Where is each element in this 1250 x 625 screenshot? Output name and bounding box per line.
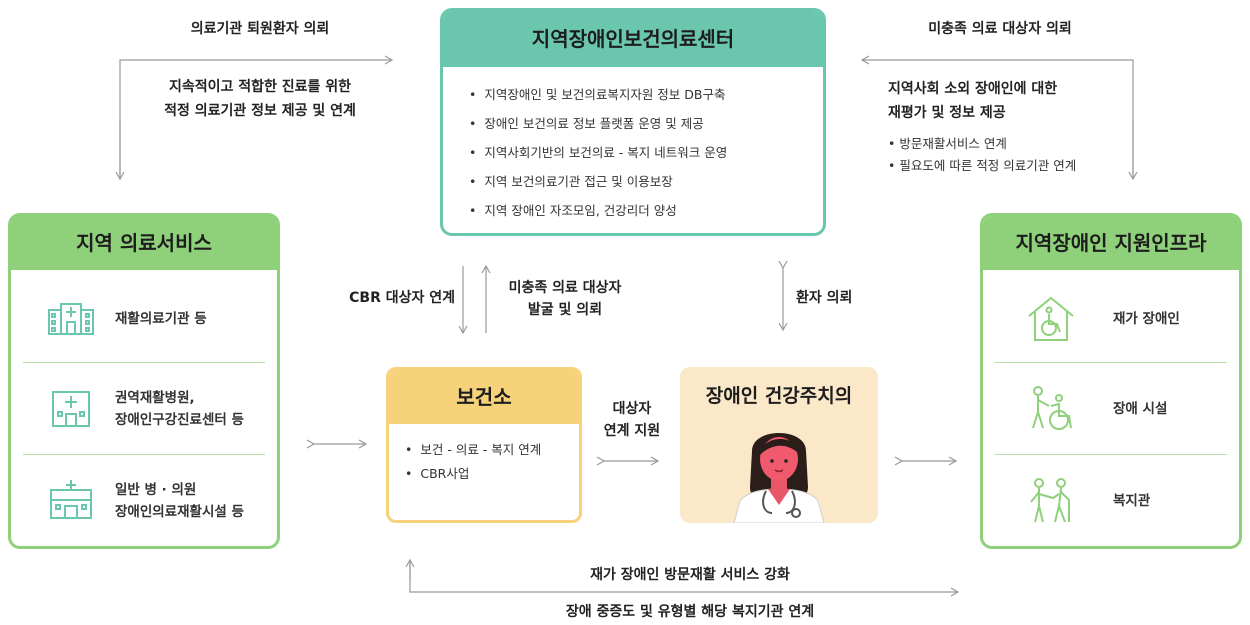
elderly-walking-icon bbox=[1030, 478, 1070, 523]
hospital-icon bbox=[48, 303, 94, 335]
divider bbox=[23, 454, 265, 455]
center-box: 지역장애인보건의료센터 지역장애인 및 보건의료복지자원 정보 DB구축 장애인… bbox=[440, 8, 826, 236]
target-link-label-2: 연계 지원 bbox=[603, 423, 661, 439]
left-row-text: 일반 병 · 의원 장애인의료재활시설 등 bbox=[115, 482, 244, 520]
right-row-text: 복지관 bbox=[1113, 493, 1151, 509]
top-left-arrow-label: 의료기관 퇴원환자 의뢰 bbox=[190, 21, 330, 37]
bogunso-item: CBR사업 bbox=[405, 464, 579, 488]
left-row: 재활의료기관 등 bbox=[23, 274, 265, 364]
left-box: 지역 의료서비스 재활의료기관 등 권역재활병원, 장애인구강진료센터 등 bbox=[8, 213, 280, 549]
unmet-label-2: 발굴 및 의뢰 bbox=[527, 302, 603, 318]
left-title: 지역 의료서비스 bbox=[11, 216, 277, 270]
right-title: 지역장애인 지원인프라 bbox=[983, 216, 1239, 270]
right-row: 장애 시설 bbox=[995, 364, 1227, 454]
top-right-desc-2: 재평가 및 정보 제공 bbox=[888, 105, 1006, 121]
hospital-cross-icon bbox=[52, 391, 90, 427]
bottom-label-1: 재가 장애인 방문재활 서비스 강화 bbox=[590, 567, 790, 583]
center-title: 지역장애인보건의료센터 bbox=[443, 11, 823, 67]
top-right-bullet: • 필요도에 따른 적정 의료기관 연계 bbox=[888, 158, 1077, 173]
center-item: 장애인 보건의료 정보 플랫폼 운영 및 제공 bbox=[469, 114, 823, 143]
top-right-desc-1: 지역사회 소외 장애인에 대한 bbox=[888, 81, 1058, 97]
center-list: 지역장애인 및 보건의료복지자원 정보 DB구축 장애인 보건의료 정보 플랫폼… bbox=[469, 85, 823, 230]
divider bbox=[995, 362, 1227, 363]
left-row: 권역재활병원, 장애인구강진료센터 등 bbox=[23, 364, 265, 454]
center-item: 지역 보건의료기관 접근 및 이용보장 bbox=[469, 172, 823, 201]
right-row-text: 장애 시설 bbox=[1113, 401, 1168, 417]
left-row-text: 권역재활병원, 장애인구강진료센터 등 bbox=[115, 390, 244, 428]
doctor-title: 장애인 건강주치의 bbox=[705, 385, 853, 407]
caregiver-wheelchair-icon bbox=[1032, 386, 1072, 430]
center-item: 지역 장애인 자조모임, 건강리더 양성 bbox=[469, 201, 823, 230]
bogunso-box: 보건소 보건 - 의료 - 복지 연계 CBR사업 bbox=[386, 367, 582, 523]
bottom-label-2: 장애 중증도 및 유형별 해당 복지기관 연계 bbox=[565, 604, 815, 620]
top-right-bullets: • 방문재활서비스 연계 • 필요도에 따른 적정 의료기관 연계 bbox=[888, 133, 1076, 177]
left-row-text: 재활의료기관 등 bbox=[115, 311, 207, 327]
top-left-desc-1: 지속적이고 적합한 진료를 위한 bbox=[168, 79, 352, 95]
cbr-link-label: CBR 대상자 연계 bbox=[349, 290, 455, 306]
divider bbox=[23, 362, 265, 363]
target-link-label-1: 대상자 bbox=[612, 401, 652, 417]
left-row: 일반 병 · 의원 장애인의료재활시설 등 bbox=[23, 456, 265, 546]
bogunso-title: 보건소 bbox=[389, 370, 579, 424]
right-box: 지역장애인 지원인프라 재가 장애인 장애 시설 bbox=[980, 213, 1242, 549]
top-right-bullet: • 방문재활서비스 연계 bbox=[888, 136, 1007, 151]
divider bbox=[995, 454, 1227, 455]
bogunso-item: 보건 - 의료 - 복지 연계 bbox=[405, 440, 579, 464]
bogunso-list: 보건 - 의료 - 복지 연계 CBR사업 bbox=[405, 440, 579, 488]
patient-referral-label: 환자 의뢰 bbox=[796, 290, 853, 306]
clinic-icon bbox=[50, 480, 92, 519]
right-row-text: 재가 장애인 bbox=[1113, 311, 1180, 327]
top-right-arrow-label: 미충족 의료 대상자 의뢰 bbox=[928, 21, 1072, 37]
center-item: 지역사회기반의 보건의료 - 복지 네트워크 운영 bbox=[469, 143, 823, 172]
right-row: 재가 장애인 bbox=[995, 274, 1227, 364]
right-row: 복지관 bbox=[995, 456, 1227, 546]
doctor-icon bbox=[733, 433, 825, 523]
unmet-label-1: 미충족 의료 대상자 bbox=[508, 280, 622, 296]
home-wheelchair-icon bbox=[1028, 296, 1074, 341]
top-left-desc-2: 적정 의료기관 정보 제공 및 연계 bbox=[164, 103, 356, 119]
doctor-card: 장애인 건강주치의 bbox=[680, 367, 878, 523]
center-item: 지역장애인 및 보건의료복지자원 정보 DB구축 bbox=[469, 85, 823, 114]
